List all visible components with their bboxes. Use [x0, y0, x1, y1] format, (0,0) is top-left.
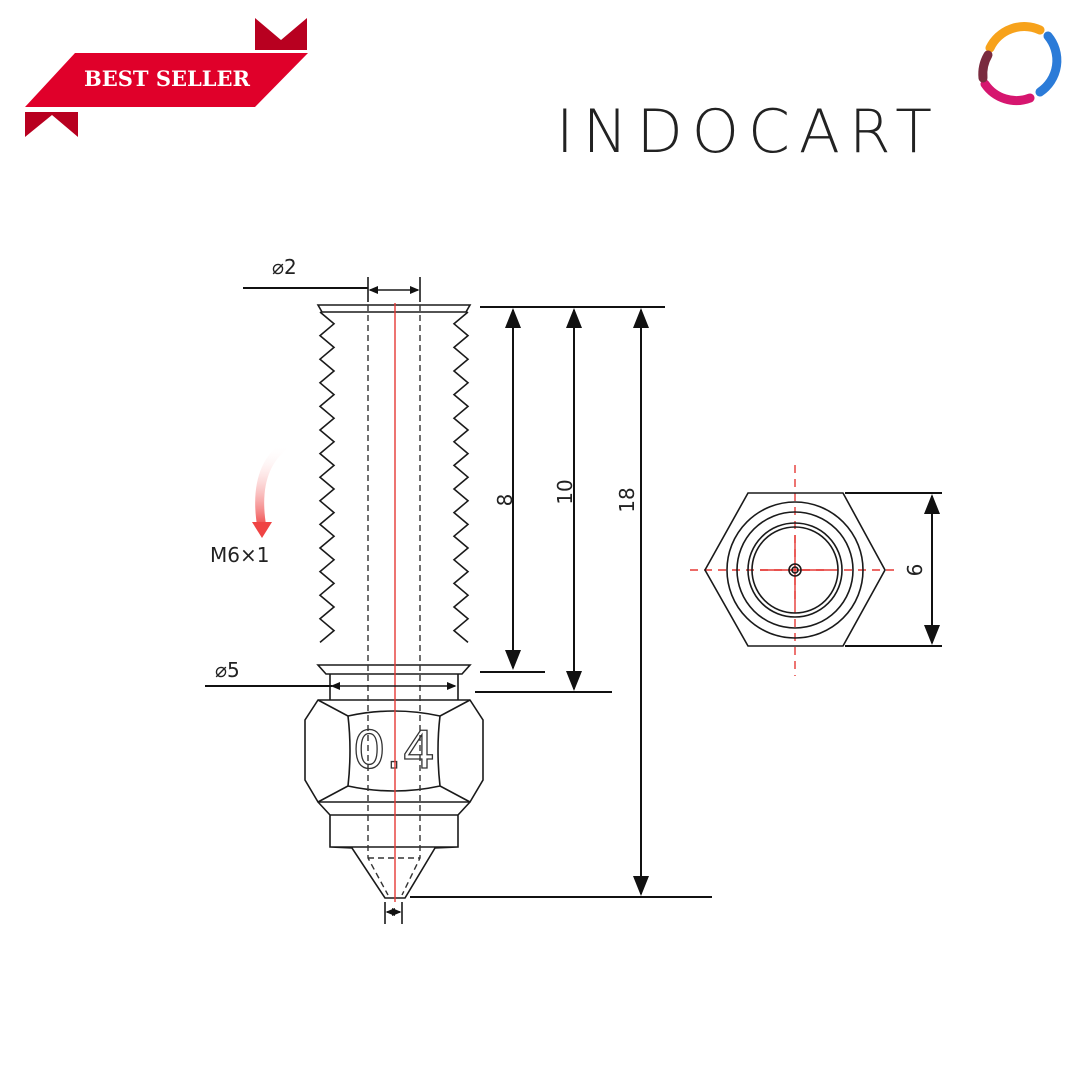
thread-left-profile	[318, 311, 336, 644]
best-seller-badge: BEST SELLER	[25, 18, 308, 137]
neck	[329, 674, 459, 700]
orifice	[788, 563, 802, 577]
shank-diameter-label: ⌀5	[215, 658, 240, 682]
rotation-arrow-icon	[255, 441, 288, 529]
internal-bore	[367, 305, 421, 896]
hex-faces	[317, 699, 471, 803]
badge-fold-top	[255, 18, 307, 50]
thread-right-profile	[452, 311, 470, 644]
badge-fold-bottom	[25, 112, 78, 137]
logo-ring-icon	[978, 22, 1062, 106]
brand-name: INDOCART	[556, 97, 941, 167]
thread-length-label: 8	[493, 494, 517, 507]
indocart-logo: INDOCART	[556, 22, 1062, 167]
thread-end	[316, 664, 472, 675]
hex-outline	[704, 492, 886, 647]
badge-label: BEST SELLER	[84, 66, 251, 91]
overall-length-label: 18	[615, 487, 639, 512]
hex-size-label: 6	[903, 564, 927, 577]
hex-distance-label: 10	[553, 479, 577, 504]
side-view: 0.4 ⌀2 ⌀5 M6×1 8 10 18	[205, 255, 712, 924]
end-view: 6	[690, 465, 942, 676]
nozzle-tip	[317, 801, 471, 899]
nozzle-top-cap	[316, 304, 472, 313]
bore-diameter-label: ⌀2	[272, 255, 297, 279]
badge-ribbon	[25, 53, 308, 107]
nozzle-size-engraving: 0.4	[353, 721, 436, 781]
thread-spec-label: M6×1	[210, 543, 269, 567]
